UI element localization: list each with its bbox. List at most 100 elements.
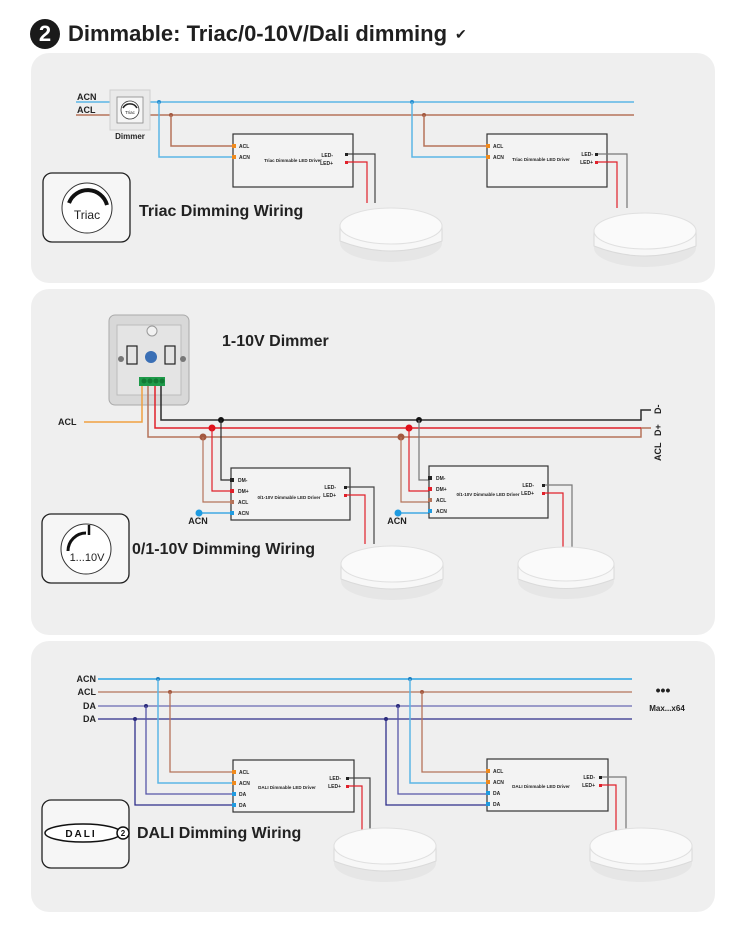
triac-badge: Triac (42, 172, 131, 243)
ceiling-light (333, 827, 437, 882)
acn-drop (409, 679, 487, 784)
driver-output-led-pos: LED+ (320, 161, 333, 167)
dimmer-label: Dimmer (115, 132, 145, 141)
more-dots: ••• (656, 682, 671, 698)
driver-input-acl: ACL (238, 500, 248, 506)
triac-caption: Triac Dimming Wiring (139, 203, 303, 220)
acn-label: ACN (387, 516, 407, 526)
triac-diagram: ACN ACL Triac Dimmer ACL ACN Triac Dimma… (42, 89, 697, 267)
led-pos-wire (602, 784, 617, 833)
led-pos-wire (347, 494, 366, 544)
da-drop (397, 706, 487, 795)
ceiling-light (589, 827, 693, 882)
driver-input-da: DA (239, 803, 247, 809)
led-pos-wire (545, 492, 564, 547)
driver-input-dm-neg: DM- (238, 478, 248, 484)
da-drop (134, 719, 233, 806)
driver-name: DALI Dimmable LED Driver (258, 785, 316, 790)
driver-output-led-neg: LED- (324, 485, 336, 491)
driver-output-led-neg: LED- (321, 153, 333, 159)
acn-drop (157, 679, 233, 784)
chevron-down-icon[interactable]: ✔ (455, 25, 467, 42)
wire-label-acn: ACN (77, 92, 97, 102)
driver-input-dm-pos: DM+ (436, 487, 447, 493)
acl-drop (421, 692, 487, 773)
wire-label-acl: ACL (78, 687, 97, 697)
driver-input-acn: ACN (493, 780, 504, 786)
step-number-badge: 2 (30, 19, 60, 49)
acn-label: ACN (188, 516, 208, 526)
driver-name: Triac Dimmable LED Driver (512, 157, 570, 162)
wire-label-da: DA (83, 701, 96, 711)
driver-input-acl: ACL (239, 144, 249, 150)
ceiling-light (339, 207, 443, 262)
triac-panel: ACN ACL Triac Dimmer ACL ACN Triac Dimma… (31, 53, 715, 283)
dm-pos-drop (408, 428, 429, 492)
section-header: 2 Dimmable: Triac/0-10V/Dali dimming ✔ (30, 14, 467, 54)
dali-driver-2: ACL ACN DA DA DALI Dimmable LED Driver L… (486, 758, 609, 812)
dial-arc-icon (67, 188, 109, 206)
acl-drop (170, 115, 233, 147)
driver-input-acl: ACL (493, 769, 503, 775)
right-label-dpos: D+ (653, 424, 663, 436)
wire-label-acl: ACL (77, 105, 96, 115)
led-pos-wire (598, 161, 618, 208)
driver-input-da: DA (239, 792, 247, 798)
dali-version: 2 (121, 829, 126, 838)
driver-output-led-neg: LED- (522, 483, 534, 489)
dali-logo-text: DALI (65, 829, 96, 840)
driver-name: 0/1-10V Dimmable LED Driver (257, 495, 320, 500)
driver-input-acn: ACN (238, 511, 249, 517)
acl-drop (423, 115, 487, 147)
driver-input-da: DA (493, 802, 501, 808)
driver-name: Triac Dimmable LED Driver (264, 158, 322, 163)
driver-input-acn: ACN (239, 781, 250, 787)
driver-input-acn: ACN (436, 509, 447, 515)
driver-input-acl: ACL (239, 770, 249, 776)
max-devices-label: Max...x64 (649, 704, 685, 713)
v010-diagram: 1-10V Dimmer ACL D- D+ ACL ACN ACN DM- D… (41, 314, 663, 600)
led-neg-wire (598, 153, 628, 208)
dimmer-title: 1-10V Dimmer (222, 333, 329, 350)
driver-name: DALI Dimmable LED Driver (512, 784, 570, 789)
triac-driver-1: ACL ACN Triac Dimmable LED Driver LED- L… (232, 133, 354, 188)
dial-arc-icon (66, 531, 87, 552)
1-10v-dimmer-device (108, 314, 190, 406)
dimmer-icon-text: Triac (125, 110, 136, 115)
dim-pos-bus (154, 386, 641, 429)
ceiling-light (593, 212, 697, 267)
right-label-dneg: D- (653, 405, 663, 415)
driver-name: 0/1-10V Dimmable LED Driver (456, 492, 519, 497)
led-neg-wire (347, 486, 375, 544)
badge-text: 1...10V (70, 552, 106, 564)
section-title: Dimmable: Triac/0-10V/Dali dimming (68, 21, 448, 46)
right-label-acl: ACL (653, 442, 663, 461)
acl-drop (169, 692, 233, 773)
driver-output-led-pos: LED+ (582, 783, 595, 789)
driver-output-led-neg: LED- (329, 776, 341, 782)
da-drop (385, 719, 487, 806)
ceiling-light (340, 545, 444, 600)
dm-pos-drop (211, 428, 231, 492)
driver-input-da: DA (493, 791, 501, 797)
driver-output-led-pos: LED+ (521, 491, 534, 497)
driver-input-acl: ACL (493, 144, 503, 150)
wire-label-da: DA (83, 714, 96, 724)
dm-neg-drop (418, 420, 429, 481)
acn-drop (411, 102, 487, 158)
dali-driver-1: ACL ACN DA DA DALI Dimmable LED Driver L… (232, 759, 355, 813)
ceiling-light (517, 546, 615, 599)
dali-diagram: ACN ACL DA DA ••• Max...x64 ACL ACN DA D… (41, 674, 693, 882)
driver-input-acn: ACN (239, 155, 250, 161)
acl-bus (147, 386, 651, 438)
led-neg-wire (348, 153, 376, 203)
driver-output-led-pos: LED+ (323, 493, 336, 499)
led-neg-wire (545, 484, 573, 547)
v010-caption: 0/1-10V Dimming Wiring (132, 541, 315, 558)
driver-output-led-pos: LED+ (580, 160, 593, 166)
v010-driver-1: DM- DM+ ACL ACN 0/1-10V Dimmable LED Dri… (230, 467, 351, 521)
dali-panel: ACN ACL DA DA ••• Max...x64 ACL ACN DA D… (31, 641, 715, 912)
dim-neg-bus (160, 386, 651, 421)
dm-neg-drop (220, 420, 231, 481)
v010-panel: 1-10V Dimmer ACL D- D+ ACL ACN ACN DM- D… (31, 289, 715, 635)
